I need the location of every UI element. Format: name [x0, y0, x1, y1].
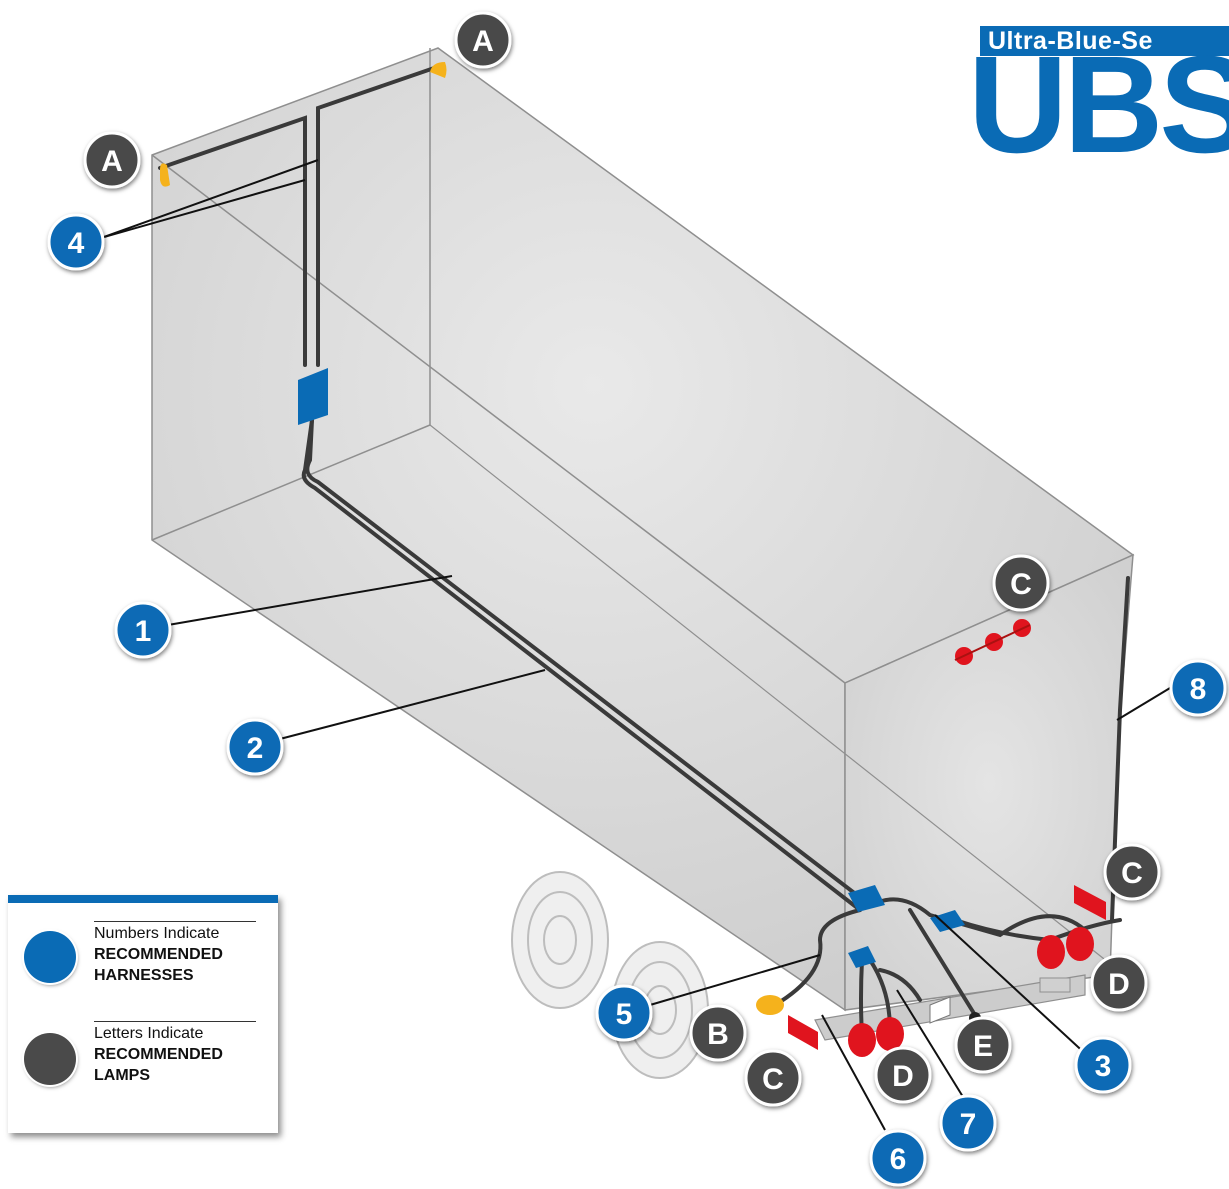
callout-label: 6 [890, 1143, 907, 1176]
callout-label: 4 [68, 227, 85, 260]
connector-block [848, 946, 876, 968]
callout-5: 5 [595, 984, 653, 1042]
legend-lamp-text: Letters Indicate RECOMMENDED LAMPS [94, 1021, 256, 1086]
harness-wire-1 [305, 418, 872, 907]
harness-wires [158, 64, 1130, 1037]
callout-label: A [101, 145, 123, 178]
callout-label: A [472, 25, 494, 58]
legend-row-harnesses: Numbers Indicate RECOMMENDED HARNESSES [8, 911, 278, 1011]
leader-8 [1116, 684, 1176, 721]
callout-label: 1 [135, 615, 152, 648]
callout-label: D [892, 1060, 914, 1093]
legend-row-lamps: Letters Indicate RECOMMENDED LAMPS [8, 1011, 278, 1111]
callout-c: C [992, 554, 1050, 612]
connector-block [930, 910, 965, 932]
legend-harness-text: Numbers Indicate RECOMMENDED HARNESSES [94, 921, 256, 986]
legend-gray-dot-icon [24, 1033, 76, 1085]
callout-d: D [1090, 954, 1148, 1012]
callout-6: 6 [869, 1129, 927, 1187]
callout-label: 5 [616, 998, 633, 1031]
legend-letters-line1: Letters Indicate [94, 1025, 204, 1042]
clearance-lamp-c [1074, 885, 1106, 920]
bumper-mount [1039, 977, 1071, 993]
legend-numbers-line3: HARNESSES [94, 967, 194, 984]
id-lamp-bar [954, 624, 1031, 661]
callout-label: E [973, 1030, 993, 1063]
legend-numbers-line2: RECOMMENDED [94, 946, 223, 963]
callout-4: 4 [47, 213, 105, 271]
leader-1 [167, 575, 453, 626]
side-marker-lamp-b [756, 995, 784, 1015]
callout-e: E [954, 1016, 1012, 1074]
leader-7 [896, 989, 969, 1106]
leader-2 [275, 669, 546, 741]
harness-wire-5 [773, 908, 862, 1007]
connector-block [298, 368, 328, 425]
stop-tail-lamp-d [1037, 935, 1065, 969]
connectors [298, 368, 965, 968]
stop-tail-lamp-d [848, 1023, 876, 1057]
legend-letters-line2: RECOMMENDED [94, 1046, 223, 1063]
license-lamp-e [929, 996, 951, 1024]
logo-tagline: Ultra-Blue-Se [988, 27, 1153, 55]
callout-label: D [1108, 968, 1130, 1001]
clearance-lamp-a [430, 62, 447, 78]
legend-numbers-line1: Numbers Indicate [94, 925, 220, 942]
callout-8: 8 [1169, 659, 1227, 717]
leader-4 [103, 179, 306, 238]
callout-label: C [762, 1063, 784, 1096]
legend: Numbers Indicate RECOMMENDED HARNESSES L… [8, 895, 278, 1133]
callout-7: 7 [939, 1094, 997, 1152]
clearance-lamp-c [788, 1015, 818, 1050]
stop-tail-lamp-d [1066, 927, 1094, 961]
callout-label: C [1121, 857, 1143, 890]
leader-6 [821, 1014, 886, 1131]
callout-c: C [744, 1049, 802, 1107]
callout-d: D [874, 1046, 932, 1104]
logo-tagline-bar [980, 26, 1229, 56]
rear-wheel-hub [543, 915, 577, 965]
callout-label: C [1010, 568, 1032, 601]
leader-5 [649, 954, 821, 1006]
callout-2: 2 [226, 718, 284, 776]
legend-blue-dot-icon [24, 931, 76, 983]
callout-1: 1 [114, 601, 172, 659]
harness-wire-2 [301, 418, 862, 912]
lamps [160, 62, 1106, 1057]
box-edge [429, 424, 1119, 971]
box-edge [151, 154, 846, 684]
trailer-wheels [511, 871, 709, 1079]
legend-letters-line3: LAMPS [94, 1067, 150, 1084]
callout-3: 3 [1074, 1036, 1132, 1094]
logo-wordmark: UBS [968, 28, 1229, 168]
callouts: A A 4 1 2 C 8 C [47, 11, 1227, 1187]
callout-label: 7 [960, 1108, 977, 1141]
leader-lines [103, 159, 1176, 1131]
callout-c: C [1103, 843, 1161, 901]
harness-wire-7b [878, 968, 922, 1002]
clearance-lamp-a [160, 163, 170, 187]
callout-label: B [707, 1018, 729, 1051]
trailer-box [151, 47, 1135, 1041]
callout-a: A [83, 131, 141, 189]
harness-wire-4 [158, 115, 307, 367]
ubs-logo: Ultra-Blue-Se UBS [968, 18, 1229, 168]
callout-label: 8 [1190, 673, 1207, 706]
callout-label: 3 [1095, 1050, 1112, 1083]
callout-label: 2 [247, 732, 264, 765]
callout-a: A [454, 11, 512, 69]
box-edge [151, 424, 431, 541]
leader-4 [103, 159, 319, 238]
callout-b: B [689, 1004, 747, 1062]
leader-3 [934, 914, 1091, 1059]
harness-wire-3 [870, 897, 1087, 938]
harness-wire-4-main [316, 64, 442, 367]
harness-wire-e [908, 908, 977, 1017]
stop-tail-lamp-d [876, 1017, 904, 1051]
connector-block [848, 885, 885, 912]
